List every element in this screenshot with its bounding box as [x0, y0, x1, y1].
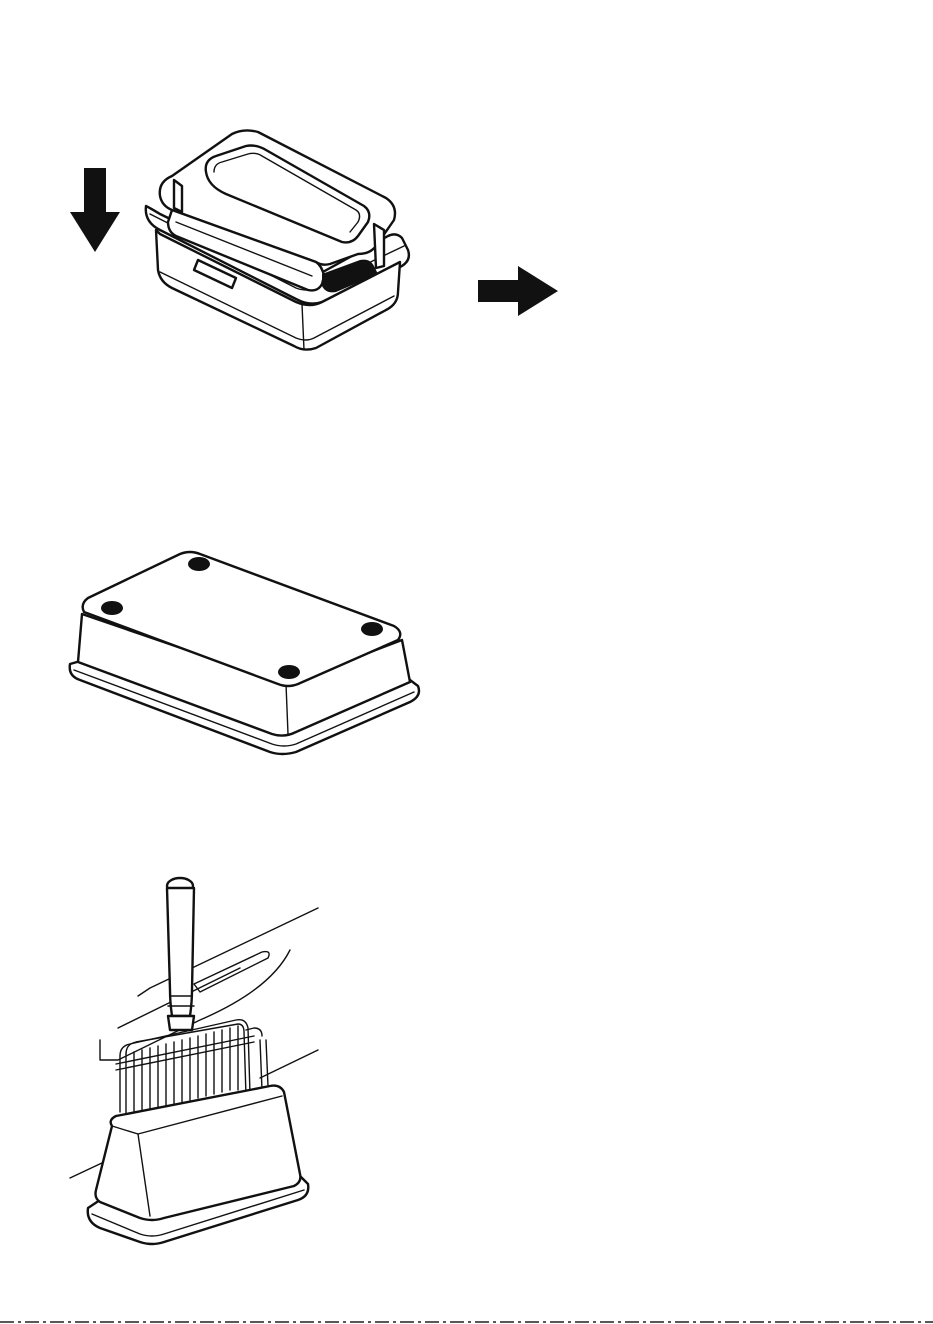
lid-side-post [374, 224, 384, 268]
background-tray-floor [260, 1050, 318, 1078]
scoop-neck [168, 1016, 194, 1030]
foot-front [278, 665, 300, 679]
foot-back [188, 557, 210, 571]
right-arrow-icon [478, 266, 558, 316]
scoop-handle [167, 888, 194, 1016]
foot-left [101, 601, 123, 615]
foot-right [361, 622, 383, 636]
lid-left-post [174, 180, 182, 212]
figure-litter-box-with-lid [70, 130, 558, 350]
figure-flipped-box-with-feet [70, 552, 419, 754]
figure-scoop-sifting-in-box [70, 878, 318, 1244]
background-tray-top [138, 908, 318, 996]
down-arrow-icon [70, 168, 120, 252]
